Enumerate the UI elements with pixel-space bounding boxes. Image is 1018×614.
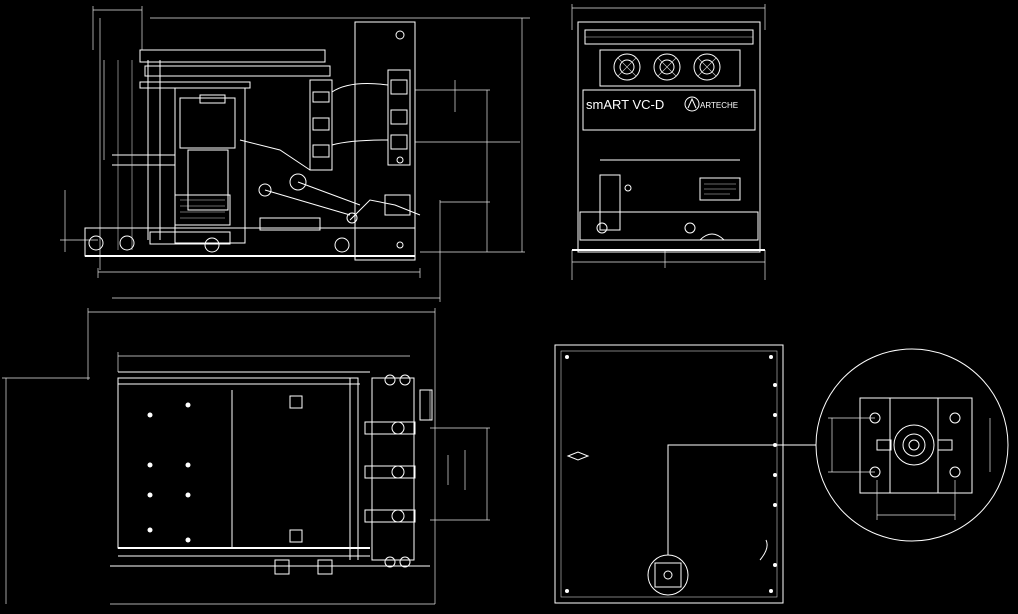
handle-icon [566,451,590,461]
phase-terminals [599,49,741,87]
panel-view [554,344,1009,604]
front-label-panel [582,89,756,131]
primary-contact [309,79,333,171]
enclosure-panel [554,344,784,604]
operating-mechanism [599,174,621,231]
mounting-hole [395,30,405,40]
front-view: smART VC-D ARTECHE [571,4,766,280]
phase-terminal-2 [653,53,681,81]
grounding-cable [759,539,768,561]
contact-arm [364,421,416,435]
phase-terminal-3 [693,53,721,81]
product-label: smART VC-D [586,97,664,112]
phase-terminal-1 [613,53,641,81]
detail-view-circle [815,348,1009,542]
breaker-housing [577,21,761,253]
detail-marker [647,554,689,596]
upper-frame [139,49,326,63]
front-view-dimensions [571,4,766,280]
detail-dimensions [828,417,991,520]
linkage-pivot [258,183,272,197]
side-view-dimensions [60,6,530,302]
brand-label: ARTECHE [700,101,738,110]
side-view [60,6,530,302]
rating-plate [699,177,741,201]
bushing [387,69,411,166]
top-view [2,308,490,605]
top-plate [117,377,359,549]
mounting-hole-pattern [147,402,191,543]
top-view-dimensions [2,308,490,605]
detail-leader-line [667,444,816,555]
brand-logo [684,96,700,112]
truck-chassis [84,227,416,257]
contact-arm-rail [371,377,415,561]
wheel [88,235,104,251]
